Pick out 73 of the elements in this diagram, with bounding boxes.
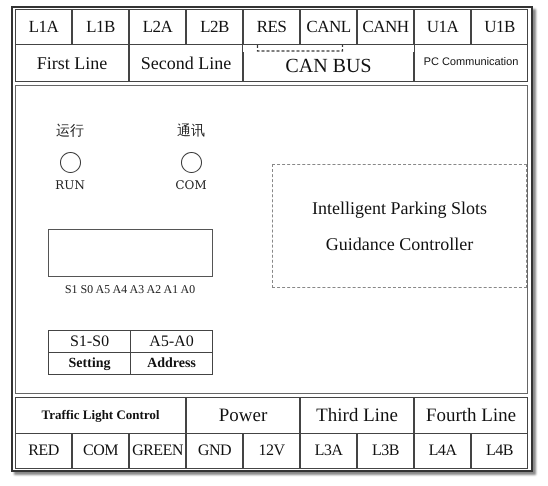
device-enclosure (11, 6, 533, 472)
terminal-cell (471, 9, 528, 45)
indicator-led (181, 152, 202, 173)
terminal-cell (15, 433, 72, 469)
terminal-label: L3A (314, 441, 342, 461)
terminal-cell (357, 9, 414, 45)
terminal-cell (414, 433, 471, 469)
table-cell (48, 352, 131, 375)
terminal-label: L4B (486, 441, 513, 461)
indicator-caption: 通讯 (176, 122, 206, 140)
terminal-cell (243, 433, 300, 469)
terminal-label: CAN BUS (285, 54, 372, 79)
terminal-label: RES (256, 16, 286, 38)
terminal-cell (471, 433, 528, 469)
jumper-line (256, 45, 344, 52)
terminal-group-label (414, 44, 528, 82)
front-panel (15, 85, 528, 394)
terminal-label: COM (83, 441, 118, 461)
terminal-label: Address (147, 354, 196, 372)
terminal-cell (186, 433, 243, 469)
terminal-cell (186, 9, 243, 45)
table-cell (48, 330, 131, 353)
controller-label-area (272, 164, 527, 288)
terminal-label: L2A (142, 16, 172, 38)
dip-switch-label: S1 S0 A5 A4 A3 A2 A1 A0 (64, 282, 196, 297)
indicator-led (60, 152, 81, 173)
indicator-caption: 运行 (55, 122, 85, 140)
terminal-label: L1B (86, 16, 115, 38)
terminal-label: First Line (36, 52, 108, 74)
dip-switch (48, 229, 213, 277)
terminal-label: L3B (372, 441, 399, 461)
terminal-group-label (15, 397, 186, 434)
table-cell (130, 352, 213, 375)
terminal-label: Traffic Light Control (42, 407, 160, 424)
terminal-label: Fourth Line (426, 404, 516, 428)
terminal-label: L1A (28, 16, 58, 38)
terminal-label: L4A (428, 441, 456, 461)
terminal-cell (129, 433, 186, 469)
terminal-label: L2B (200, 16, 229, 38)
terminal-label: 12V (258, 441, 285, 461)
terminal-label: Second Line (140, 52, 232, 74)
terminal-cell (357, 433, 414, 469)
terminal-cell (72, 9, 129, 45)
terminal-cell (15, 9, 72, 45)
terminal-cell (300, 433, 357, 469)
terminal-cell (72, 433, 129, 469)
table-cell (130, 330, 213, 353)
terminal-label: CANH (362, 16, 409, 38)
terminal-label: Third Line (316, 404, 398, 428)
controller-title: Intelligent Parking Slots Guidance Controller (311, 197, 488, 256)
terminal-group-label (186, 397, 300, 434)
terminal-label: GREEN (132, 441, 183, 461)
terminal-label: Power (218, 404, 268, 428)
terminal-cell (300, 9, 357, 45)
indicator-label: RUN (54, 178, 86, 192)
terminal-cell (414, 9, 471, 45)
terminal-label: U1B (484, 16, 515, 38)
terminal-label: PC Communication (424, 56, 518, 70)
terminal-group-label (414, 397, 528, 434)
terminal-label: CANL (306, 16, 351, 38)
terminal-group-label (300, 397, 414, 434)
terminal-group-label (15, 44, 129, 82)
terminal-label: S1-S0 (70, 332, 110, 352)
terminal-label: U1A (426, 16, 458, 38)
terminal-cell (243, 9, 300, 45)
terminal-group-label (243, 52, 414, 82)
terminal-label: A5-A0 (149, 332, 194, 352)
terminal-cell (129, 9, 186, 45)
indicator-label: COM (174, 178, 208, 192)
terminal-label: GND (198, 441, 232, 461)
terminal-label: RED (28, 441, 59, 461)
terminal-label: Setting (68, 354, 110, 372)
terminal-group-label (129, 44, 243, 82)
